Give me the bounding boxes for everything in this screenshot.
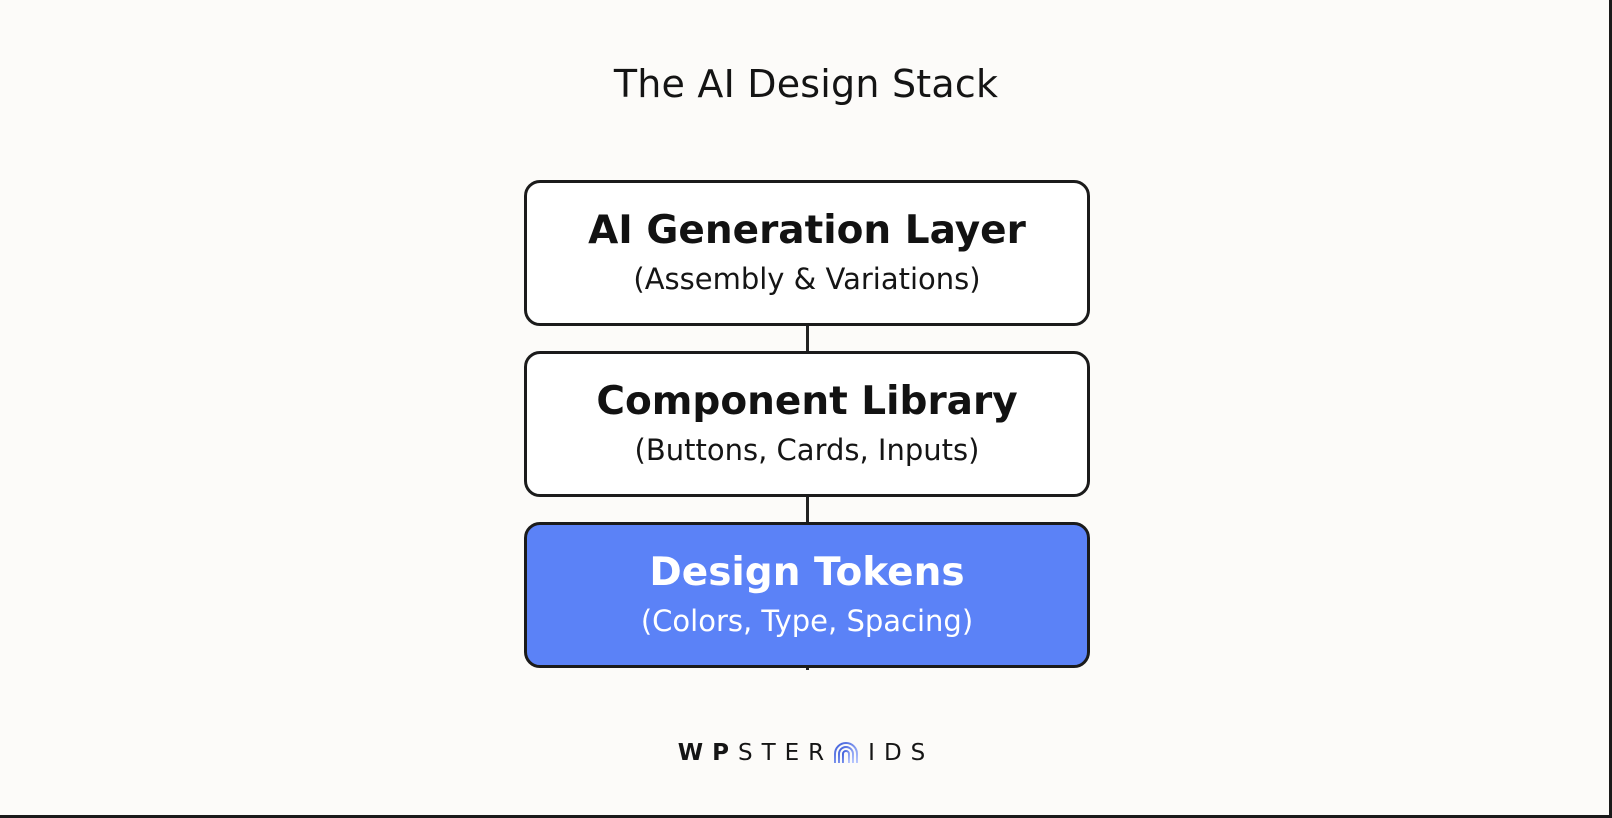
connector-line [806,325,809,352]
layer-subtitle: (Buttons, Cards, Inputs) [634,433,980,467]
layer-design-tokens: Design Tokens (Colors, Type, Spacing) [524,522,1090,668]
brand-light-text-start: STER [737,740,834,766]
design-stack: AI Generation Layer (Assembly & Variatio… [524,180,1090,670]
layer-title: Component Library [596,379,1018,424]
connector-line [806,496,809,523]
brand-light-text-end: IDS [868,740,935,766]
diagram-title: The AI Design Stack [613,62,999,106]
bottom-edge [0,815,1612,818]
right-edge [1609,0,1612,818]
arch-logo-icon [833,742,859,764]
layer-title: Design Tokens [649,550,965,595]
layer-subtitle: (Assembly & Variations) [633,262,981,296]
layer-component-library: Component Library (Buttons, Cards, Input… [524,351,1090,497]
layer-ai-generation: AI Generation Layer (Assembly & Variatio… [524,180,1090,326]
layer-subtitle: (Colors, Type, Spacing) [640,604,974,638]
brand-logo: WP STER IDS [0,740,1612,766]
layer-title: AI Generation Layer [588,208,1026,253]
brand-strong-text: WP [677,740,738,766]
